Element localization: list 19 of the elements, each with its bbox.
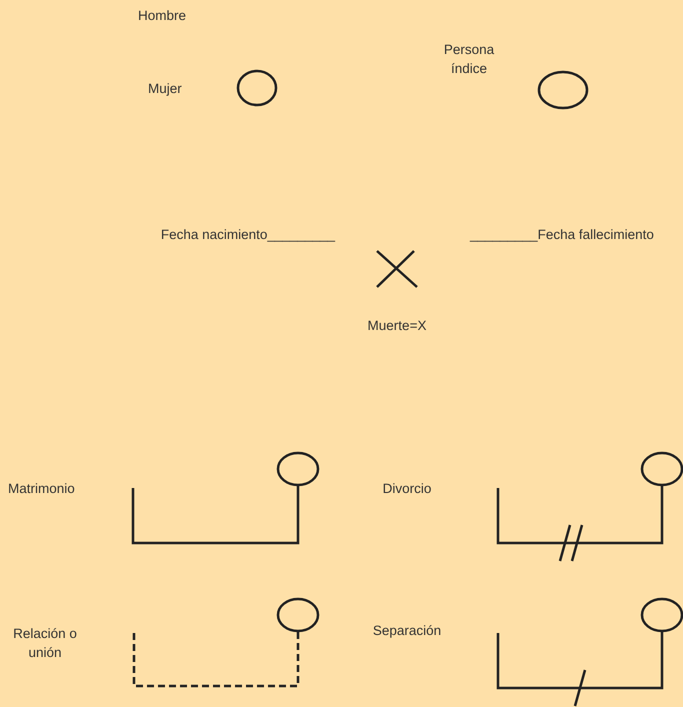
relationship-line — [496, 631, 664, 706]
circle-symbol — [537, 70, 589, 110]
label: Divorcio — [382, 480, 432, 498]
relationship-line — [132, 631, 300, 688]
circle-symbol — [276, 597, 320, 633]
relationship-line — [496, 485, 664, 562]
label: Fecha nacimiento_________ — [160, 226, 335, 244]
circle-symbol — [236, 69, 278, 107]
label: _________Fecha fallecimiento — [470, 226, 654, 244]
label: Relación o unión — [12, 625, 78, 662]
label: Matrimonio — [8, 480, 75, 498]
label: Persona índice — [442, 41, 496, 78]
label: Separación — [372, 622, 442, 640]
label: Muerte=X — [368, 317, 426, 335]
circle-symbol — [276, 451, 320, 487]
cross-symbol — [375, 249, 419, 289]
label: Mujer — [148, 80, 182, 98]
relationship-line — [132, 485, 300, 544]
label: Hombre — [138, 7, 186, 25]
